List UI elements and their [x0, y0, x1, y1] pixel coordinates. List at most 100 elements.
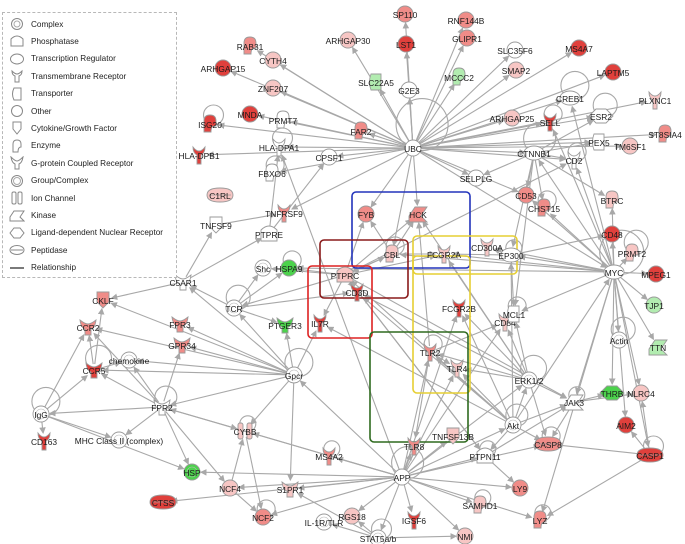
node-ptpre[interactable]: PTPRE — [255, 225, 283, 242]
node-igg[interactable]: IgG — [32, 405, 50, 423]
node-ptger3[interactable]: PTGER3 — [268, 316, 302, 334]
node-ccr2[interactable]: CCR2 — [77, 318, 100, 336]
node-prmt2[interactable]: PRMT2 — [618, 243, 647, 262]
node-shc[interactable]: Shc — [254, 259, 272, 277]
node-sell[interactable]: SELL — [540, 112, 561, 132]
node-btrc[interactable]: BTRC — [601, 190, 624, 209]
node-sp110[interactable]: SP110 — [393, 5, 418, 23]
node-esr2[interactable]: ESR2 — [588, 108, 614, 124]
node-slc22a5[interactable]: SLC22A5 — [358, 73, 394, 91]
node-chemokine[interactable]: chemokine — [109, 351, 150, 369]
node-casp8[interactable]: CASP8 — [534, 436, 562, 452]
node-jak3[interactable]: JAK3 — [564, 394, 584, 411]
node-cbl[interactable]: CBL — [384, 244, 401, 263]
node-c1rl[interactable]: C1RL — [206, 187, 234, 203]
node-cd3d[interactable]: CD3D — [346, 282, 369, 302]
node-tm6sf1[interactable]: TM6SF1 — [614, 137, 646, 155]
node-s1pr1[interactable]: S1PR1 — [277, 480, 304, 498]
node-stat5a-b[interactable]: STAT5a/b — [360, 529, 397, 544]
node-isg20[interactable]: ISG20 — [198, 114, 222, 133]
node-mcl1[interactable]: MCL1 — [503, 305, 526, 323]
node-igsf6[interactable]: IGSF6 — [402, 510, 427, 530]
node-cd163[interactable]: CD163 — [31, 431, 57, 451]
node-arhgap30[interactable]: ARHGAP30 — [326, 31, 371, 49]
node-fyb[interactable]: FYB — [357, 205, 375, 223]
node-app[interactable]: APP — [393, 468, 411, 486]
node-mccc2[interactable]: MCCC2 — [444, 67, 474, 86]
node-ncf4[interactable]: NCF4 — [219, 479, 241, 497]
node-gpcr[interactable]: Gpcr — [285, 366, 303, 384]
node-ctnnb1[interactable]: CTNNB1 — [517, 145, 551, 161]
node-ctss[interactable]: CTSS — [149, 494, 177, 510]
node-c5ar1[interactable]: C5AR1 — [170, 273, 197, 291]
node-prmt7[interactable]: PRMT7 — [269, 110, 298, 129]
node-ttn[interactable]: TTN — [648, 339, 669, 356]
node-tlr2[interactable]: TLR2 — [420, 342, 441, 362]
node-cd300a[interactable]: CD300A — [471, 237, 503, 257]
node-hck[interactable]: HCK — [408, 206, 429, 223]
node-chst15[interactable]: CHST15 — [528, 198, 560, 217]
node-tnfrsf9[interactable]: TNFRSF9 — [265, 203, 303, 223]
node-gpr34[interactable]: GPR34 — [168, 336, 196, 354]
node-st8sia4[interactable]: ST8SIA4 — [648, 124, 682, 143]
node-tnfsf9[interactable]: TNFSF9 — [200, 216, 232, 234]
node-tlr4[interactable]: TLR4 — [447, 358, 468, 378]
node-hsp[interactable]: HSP — [183, 463, 201, 481]
node-selplg[interactable]: SELPLG — [460, 169, 493, 187]
node-lyz[interactable]: LYZ — [533, 510, 548, 529]
node-ep300[interactable]: EP300 — [498, 247, 524, 263]
node-g2e3[interactable]: G2E3 — [398, 81, 420, 99]
node-aim2[interactable]: AIM2 — [616, 416, 636, 434]
node-fpr2[interactable]: FPR2 — [151, 398, 173, 416]
node-ncf2[interactable]: NCF2 — [252, 508, 274, 526]
node-laptm5[interactable]: LAPTM5 — [597, 63, 630, 81]
node-rab31[interactable]: RAB31 — [237, 36, 264, 55]
node-hla-dpa1[interactable]: HLA-DPA1 — [259, 137, 300, 157]
node-mnda[interactable]: MNDA — [238, 105, 263, 123]
node-ly9[interactable]: LY9 — [511, 479, 529, 497]
node-akt[interactable]: Akt — [504, 416, 522, 434]
node-arhgap15[interactable]: ARHGAP15 — [201, 59, 246, 77]
node-cd48[interactable]: CD48 — [601, 225, 623, 243]
node-mpeg1[interactable]: MPEG1 — [641, 265, 671, 283]
node-smap2[interactable]: SMAP2 — [502, 61, 531, 79]
node-tcr[interactable]: TCR — [225, 299, 243, 317]
node-mhc-class-ii-complex-[interactable]: MHC Class II (complex) — [75, 431, 164, 449]
node-rgs18[interactable]: RGS18 — [338, 507, 366, 525]
node-tnfsf13b[interactable]: TNFSF13B — [432, 427, 474, 445]
node-nmi[interactable]: NMI — [456, 527, 474, 544]
node-tjp1[interactable]: TJP1 — [644, 296, 664, 314]
node-znf207[interactable]: ZNF207 — [258, 79, 289, 97]
node-myc[interactable]: MYC — [603, 264, 625, 280]
node-cyth4[interactable]: CYTH4 — [259, 51, 287, 69]
node-slc35f6[interactable]: SLC35F6 — [497, 41, 533, 59]
node-fpr3[interactable]: FPR3 — [169, 315, 191, 333]
node-il7r[interactable]: IL7R — [311, 313, 329, 333]
node-hspa9[interactable]: HSPA9 — [276, 259, 303, 277]
node-tlr8[interactable]: TLR8 — [404, 436, 425, 456]
node-nlrc4[interactable]: NLRC4 — [627, 384, 655, 402]
node-ptprc[interactable]: PTPRC — [331, 266, 359, 283]
node-cd53[interactable]: CD53 — [515, 186, 537, 204]
node-plxnc1[interactable]: PLXNC1 — [639, 90, 672, 110]
node-ubc[interactable]: UBC — [404, 139, 422, 157]
node-erk1-2[interactable]: ERK1/2 — [515, 371, 544, 389]
node-fcgr2b[interactable]: FCGR2B — [442, 298, 476, 318]
node-far2[interactable]: FAR2 — [351, 121, 372, 140]
node-fcgr2a[interactable]: FCGR2A — [427, 244, 461, 264]
node-cpsf1[interactable]: CPSF1 — [316, 148, 343, 166]
node-creb1[interactable]: CREB1 — [556, 90, 584, 106]
node-cklf[interactable]: CKLF — [92, 291, 114, 309]
node-ms4a7[interactable]: MS4A7 — [565, 39, 593, 57]
node-il-1r-tlr[interactable]: IL-1R/TLR — [305, 513, 344, 531]
node-glipr1[interactable]: GLIPR1 — [452, 29, 482, 47]
node-pex5[interactable]: PEX5 — [588, 133, 610, 151]
node-casp1[interactable]: CASP1 — [636, 447, 664, 463]
node-thrb[interactable]: THRB — [599, 385, 625, 401]
node-hla-dpb1[interactable]: HLA-DPB1 — [179, 145, 220, 165]
node-cd2[interactable]: CD2 — [566, 150, 583, 170]
node-actin[interactable]: Actin — [610, 331, 629, 349]
node-cybb[interactable]: CYBB — [234, 422, 257, 440]
node-samhd1[interactable]: SAMHD1 — [463, 495, 498, 514]
node-lst1[interactable]: LST1 — [396, 35, 416, 53]
